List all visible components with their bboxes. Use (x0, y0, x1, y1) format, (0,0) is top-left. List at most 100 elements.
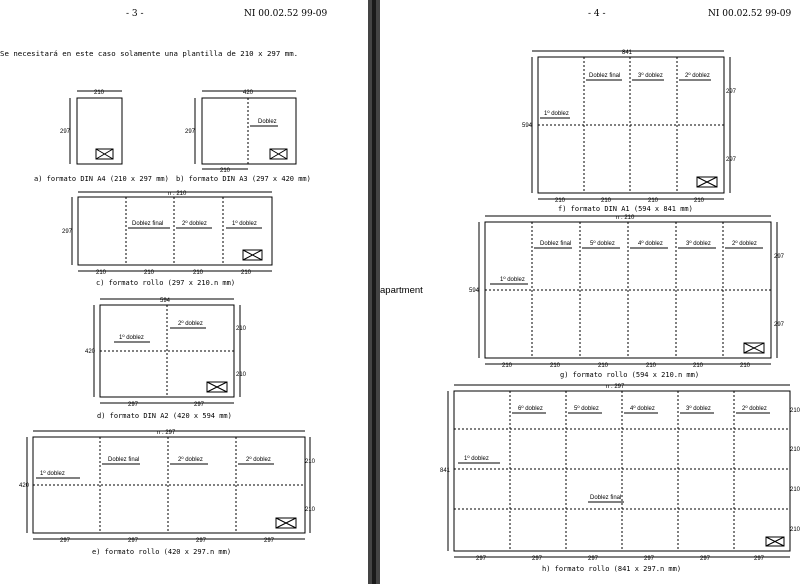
page-number-right: - 4 - (588, 9, 606, 19)
fold-label-g-final: Doblez final (540, 241, 571, 247)
fold-label-h-1: 1º doblez (464, 455, 489, 462)
dim-g-right-top: 297 (774, 254, 785, 260)
caption-a: a) formato DIN A4 (210 x 297 mm) (34, 175, 169, 183)
title-block-g-icon (743, 342, 765, 354)
dim-c-height: 297 (62, 229, 73, 235)
doc-ref-left: NI 00.02.52 99-09 (244, 9, 328, 19)
dim-h-total: n . 297 (606, 384, 625, 390)
caption-e: e) formato rollo (420 x 297.n mm) (92, 548, 232, 556)
dim-h-seg5: 297 (700, 556, 711, 562)
fold-label-a2-1: 1º doblez (119, 334, 144, 341)
caption-f: f) formato DIN A1 (594 x 841 mm) (558, 205, 693, 213)
fold-label-e-3: 2º doblez (246, 456, 271, 463)
fold-label-c-2: 2º doblez (182, 220, 207, 227)
fold-label-h-final: Doblez final (590, 495, 621, 501)
dim-c-seg1: 210 (96, 270, 107, 276)
fold-label-c-1: 1º doblez (232, 220, 257, 227)
dim-a3-width: 420 (243, 90, 254, 96)
dim-a4-width: 210 (94, 90, 105, 96)
frame-a4 (76, 97, 123, 165)
dim-a1-seg3: 210 (648, 198, 659, 204)
page-number-left: - 3 - (126, 9, 144, 19)
intro-text: Se necesitará en este caso solamente una… (0, 49, 299, 58)
caption-h: h) formato rollo (841 x 297.n mm) (542, 565, 682, 573)
dim-a2-height: 420 (85, 349, 96, 355)
dim-h-right-1: 210 (790, 408, 800, 414)
right-page: - 4 - NI 00.02.52 99-09 (380, 0, 800, 584)
dim-a1-right-top: 297 (726, 89, 737, 95)
dim-a2-bottom-right: 297 (194, 402, 205, 408)
fold-label-g-5: 5º doblez (590, 240, 615, 247)
dim-a1-seg1: 210 (555, 198, 566, 204)
dim-a2-width: 594 (160, 298, 171, 304)
fold-label-e-final: Doblez final (108, 457, 139, 463)
frame-a3 (201, 97, 297, 165)
dim-h-right-3: 210 (790, 487, 800, 493)
dim-a1-seg2: 210 (601, 198, 612, 204)
dim-g-seg3: 210 (598, 363, 609, 369)
dim-a2-bottom-left: 297 (128, 402, 139, 408)
fold-label-h-2: 2º doblez (742, 405, 767, 412)
fold-label-g-3: 3º doblez (686, 240, 711, 247)
frame-rollo-c (77, 196, 273, 266)
dim-c-total: n . 210 (168, 191, 187, 197)
fold-label-h-5: 5º doblez (574, 405, 599, 412)
dim-c-seg4: 210 (241, 270, 252, 276)
fold-label-e-1: 1º doblez (40, 470, 65, 477)
doc-ref-right: NI 00.02.52 99-09 (708, 9, 792, 19)
dim-g-seg5: 210 (693, 363, 704, 369)
dim-a2-right-bottom: 210 (236, 372, 247, 378)
dim-g-seg6: 210 (740, 363, 751, 369)
fold-label-c-final: Doblez final (132, 221, 163, 227)
dim-a2-right-top: 210 (236, 326, 247, 332)
title-block-h-icon (765, 536, 785, 547)
fold-label-f-3: 3º doblez (638, 72, 663, 79)
dim-c-seg3: 210 (193, 270, 204, 276)
fold-label-e-2: 2º doblez (178, 456, 203, 463)
dim-g-seg1: 210 (502, 363, 513, 369)
dim-e-right-top: 210 (305, 459, 316, 465)
page-gutter (368, 0, 380, 584)
dim-e-height: 420 (19, 483, 30, 489)
fold-label-f-final: Doblez final (589, 73, 620, 79)
dim-h-seg3: 297 (588, 556, 599, 562)
fold-label-h-6: 6º doblez (518, 405, 543, 412)
dim-e-seg4: 297 (264, 538, 275, 544)
side-text: apartment (380, 285, 423, 296)
fold-label-h-4: 4º doblez (630, 405, 655, 412)
dim-a1-seg4: 210 (694, 198, 705, 204)
fold-label-f-1: 1º doblez (544, 110, 569, 117)
dim-h-right-4: 210 (790, 527, 800, 533)
dim-h-seg1: 297 (476, 556, 487, 562)
title-block-a3-icon (269, 148, 288, 160)
dim-a1-right-bottom: 297 (726, 157, 737, 163)
dim-a1-width: 841 (622, 50, 633, 56)
title-block-a1-icon (696, 176, 718, 188)
fold-label-a3: Doblez (258, 119, 277, 125)
dim-h-seg4: 297 (644, 556, 655, 562)
title-block-c-icon (242, 249, 263, 261)
dim-e-right-bottom: 210 (305, 507, 316, 513)
dim-e-seg2: 297 (128, 538, 139, 544)
right-figures: 841 594 297 297 210 210 210 210 1º doble… (440, 50, 800, 562)
fold-label-a2-2: 2º doblez (178, 320, 203, 327)
title-block-a4-icon (95, 148, 114, 160)
caption-g: g) formato rollo (594 x 210.n mm) (560, 371, 700, 379)
left-page: - 3 - NI 00.02.52 99-09 Se necesitará en… (0, 0, 368, 584)
title-block-e-icon (275, 517, 297, 529)
title-block-a2-icon (206, 381, 228, 393)
dim-e-total: n . 297 (157, 430, 176, 436)
dim-g-right-bottom: 297 (774, 322, 785, 328)
caption-b: b) formato DIN A3 (297 x 420 mm) (176, 175, 311, 183)
dim-a3-height: 297 (185, 129, 196, 135)
fold-label-g-4: 4º doblez (638, 240, 663, 247)
dim-c-seg2: 210 (144, 270, 155, 276)
dim-h-seg6: 297 (754, 556, 765, 562)
fold-label-g-2: 2º doblez (732, 240, 757, 247)
dim-e-seg3: 297 (196, 538, 207, 544)
fold-label-h-3: 3º doblez (686, 405, 711, 412)
dim-a3-fold: 210 (220, 168, 231, 174)
dim-e-seg1: 297 (60, 538, 71, 544)
dim-a4-height: 297 (60, 129, 71, 135)
dim-a1-height: 594 (522, 123, 533, 129)
